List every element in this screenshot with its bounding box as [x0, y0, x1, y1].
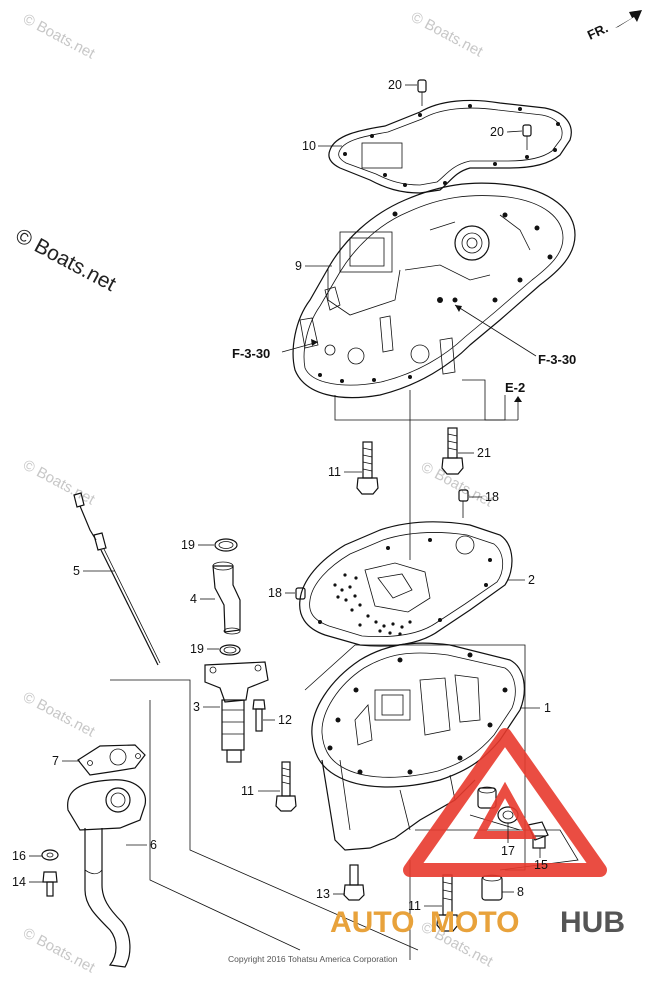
callout-17: 17 [501, 844, 515, 858]
callout-5: 5 [73, 564, 80, 578]
callout-3: 3 [193, 700, 200, 714]
reference-e-2: E-2 [505, 380, 525, 395]
front-direction-label: FR. [585, 20, 610, 42]
o-ring-19-lower [219, 644, 241, 656]
washer-16 [41, 849, 59, 861]
pin-20-right [522, 124, 532, 150]
brand-text-hub: HUB [560, 906, 625, 939]
brand-logo: AUTO MOTO HUB [330, 728, 625, 939]
callout-8: 8 [517, 885, 524, 899]
brand-text-moto: MOTO [430, 906, 519, 939]
o-ring-19-upper [214, 538, 238, 552]
bolt-21 [441, 427, 464, 475]
callout-9: 9 [295, 259, 302, 273]
callout-20: 20 [490, 125, 504, 139]
reference-left: F-3-30 [232, 339, 319, 361]
watermark: © Boats.net [20, 689, 98, 741]
callout-13: 13 [316, 887, 330, 901]
callout-7: 7 [52, 754, 59, 768]
callouts: 20 20 10 9 11 21 18 2 18 19 4 5 19 3 12 … [12, 78, 551, 913]
front-direction-arrow: FR. [585, 10, 642, 43]
watermark: © Boats.net [20, 925, 98, 977]
oil-pan-1 [304, 642, 526, 871]
callout-15: 15 [534, 858, 548, 872]
bolt-11-upper [356, 441, 379, 495]
oil-strainer-3 [204, 661, 269, 763]
callout-4: 4 [190, 592, 197, 606]
callout-11: 11 [328, 465, 341, 479]
bolt-13 [343, 864, 365, 901]
dipstick-5 [73, 492, 161, 666]
callout-16: 16 [12, 849, 26, 863]
front-arrow-icon [615, 10, 642, 28]
callout-19: 19 [190, 642, 204, 656]
watermark-layer: © Boats.net © Boats.net © Boats.net © Bo… [12, 9, 497, 977]
bolt-12 [252, 699, 266, 732]
reference-e2: E-2 [462, 379, 525, 421]
copyright-text: Copyright 2016 Tohatsu America Corporati… [228, 954, 398, 964]
callout-18: 18 [485, 490, 499, 504]
watermark: © Boats.net [20, 11, 98, 63]
callout-19: 19 [181, 538, 195, 552]
gasket-10 [328, 99, 572, 194]
watermark: © Boats.net [408, 9, 486, 61]
brand-text-auto: AUTO [330, 906, 414, 939]
pipe-4 [212, 561, 241, 635]
callout-21: 21 [477, 446, 491, 460]
pin-18-top [458, 489, 469, 518]
watermark-large: © Boats.net [12, 224, 120, 296]
bolt-14 [42, 871, 58, 897]
callout-12: 12 [278, 713, 292, 727]
callout-20: 20 [388, 78, 402, 92]
callout-2: 2 [528, 573, 535, 587]
pin-20-top [417, 79, 427, 106]
damper-8 [481, 874, 503, 901]
callout-14: 14 [12, 875, 26, 889]
exhaust-tube-6 [67, 779, 146, 968]
gasket-2 [299, 521, 513, 647]
reference-f-3-30-right: F-3-30 [538, 352, 576, 367]
reference-f-3-30-left: F-3-30 [232, 346, 270, 361]
callout-11: 11 [241, 784, 254, 798]
callout-6: 6 [150, 838, 157, 852]
mount-frame-9 [292, 182, 576, 560]
callout-1: 1 [544, 701, 551, 715]
reference-right: F-3-30 [454, 304, 576, 367]
callout-11: 11 [408, 899, 421, 913]
gasket-7 [77, 744, 146, 776]
callout-18: 18 [268, 586, 282, 600]
bolt-11-middle [275, 761, 297, 812]
callout-10: 10 [302, 139, 316, 153]
watermark: © Boats.net [20, 457, 98, 509]
